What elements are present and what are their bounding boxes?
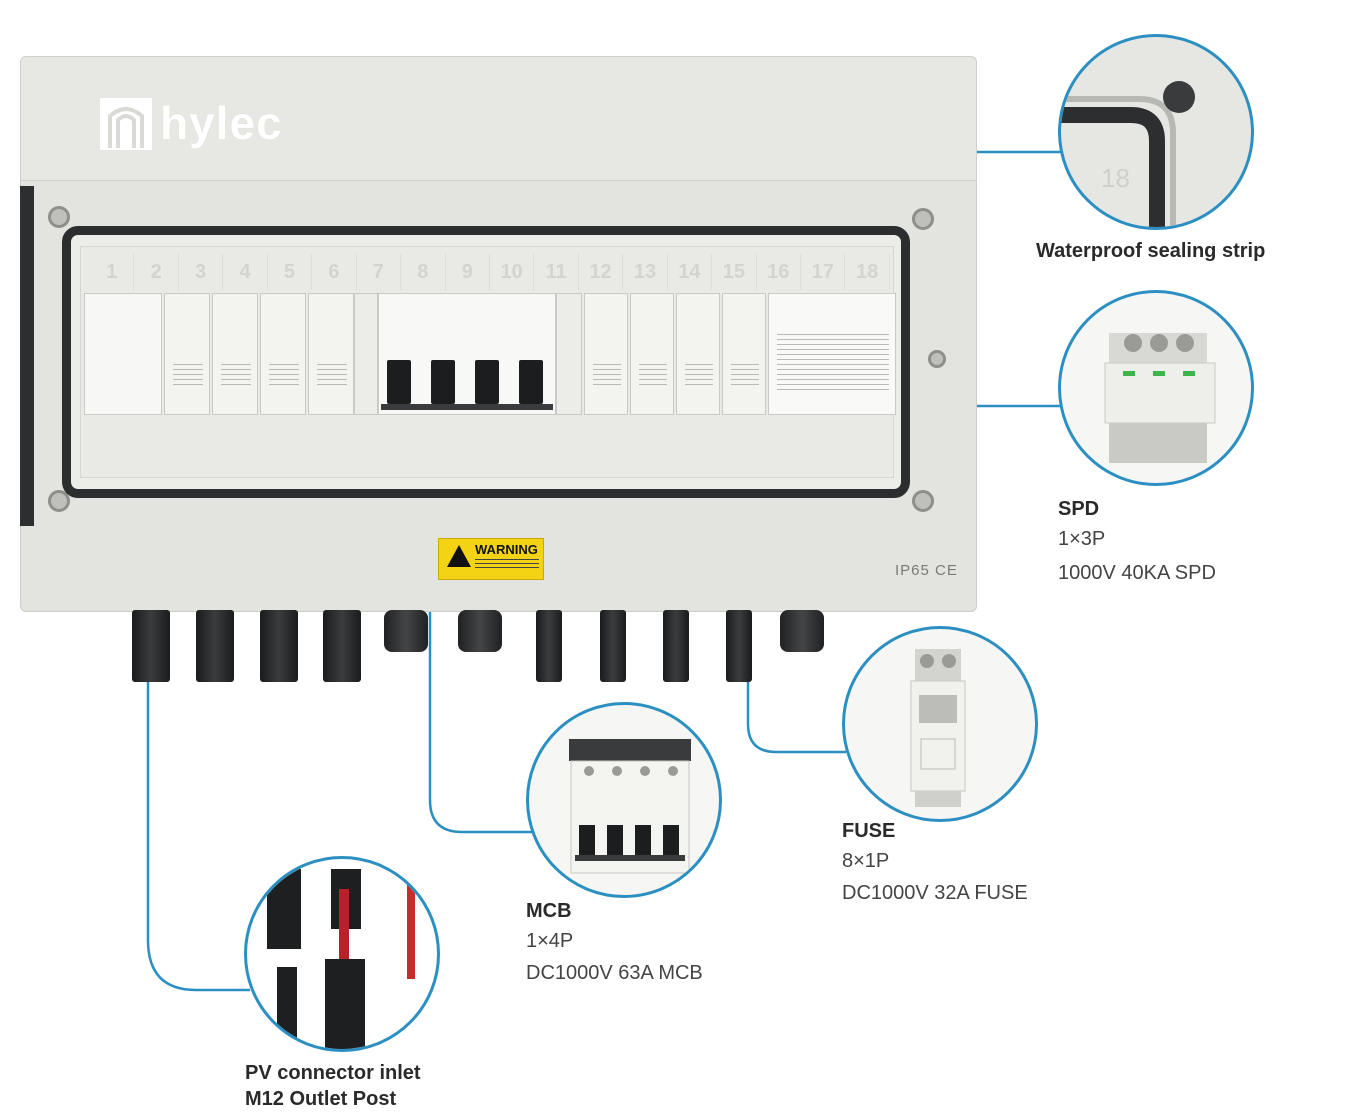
position-number: 6 — [312, 254, 357, 290]
pv-connector — [196, 610, 234, 682]
seal-zoom-circle: 18 — [1058, 34, 1254, 230]
pv-callout-line1: PV connector inlet — [245, 1062, 421, 1084]
mcb-callout-title: MCB — [526, 900, 572, 922]
warning-triangle-icon — [447, 545, 471, 567]
fuse-holder — [630, 293, 674, 415]
position-number: 3 — [179, 254, 224, 290]
fuse-zoom-circle — [842, 626, 1038, 822]
mcb-callout-spec: DC1000V 63A MCB — [526, 962, 703, 984]
warning-label: WARNING — [438, 538, 544, 580]
fuse-callout-line — [746, 416, 846, 754]
seal-detail-icon: 18 — [1061, 81, 1195, 227]
position-number: 18 — [845, 254, 890, 290]
mcb-product-icon — [569, 739, 691, 874]
screw — [48, 206, 70, 228]
warning-label-title: WARNING — [475, 542, 538, 557]
position-number: 14 — [668, 254, 713, 290]
hylec-logo-icon — [100, 98, 152, 150]
ip-rating: IP65 CE — [895, 562, 958, 579]
position-number: 11 — [534, 254, 579, 290]
spd-product-icon — [1104, 333, 1216, 463]
mcb-callout-qty: 1×4P — [526, 930, 574, 952]
fuse-holder — [584, 293, 628, 415]
enclosure-hinge — [20, 186, 34, 526]
pv-connector — [600, 610, 626, 682]
enclosure-lid — [20, 56, 977, 190]
cable-gland — [780, 610, 824, 652]
position-number: 12 — [579, 254, 624, 290]
fuse-holder — [164, 293, 210, 415]
blank-cover — [84, 293, 162, 415]
fuse-callout-spec: DC1000V 32A FUSE — [842, 882, 1028, 904]
spd-zoom-circle — [1058, 290, 1254, 486]
cable-gland — [458, 610, 502, 652]
position-number-strip: 1 2 3 4 5 6 7 8 9 10 11 12 13 14 15 16 1… — [90, 254, 890, 290]
spacer — [354, 293, 378, 415]
fuse-holder — [722, 293, 766, 415]
fuse-callout-qty: 8×1P — [842, 850, 890, 872]
position-number: 10 — [490, 254, 535, 290]
pv-connector-zoom-circle — [244, 856, 440, 1052]
fuse-callout-title: FUSE — [842, 820, 896, 842]
position-number: 5 — [268, 254, 313, 290]
fuse-holder — [308, 293, 354, 415]
pv-connector — [260, 610, 298, 682]
position-number: 8 — [401, 254, 446, 290]
pv-connector-icon — [267, 859, 415, 1049]
pv-connector — [663, 610, 689, 682]
spd-3p-module — [768, 293, 896, 415]
seal-callout-title: Waterproof sealing strip — [1036, 240, 1266, 262]
fuse-holder — [676, 293, 720, 415]
mcb-callout-line — [428, 402, 532, 834]
mcb-zoom-circle — [526, 702, 722, 898]
position-number: 17 — [801, 254, 846, 290]
brand-name: hylec — [160, 97, 283, 149]
pv-connector — [536, 610, 562, 682]
spd-callout-spec: 1000V 40KA SPD — [1058, 562, 1216, 584]
position-number: 2 — [134, 254, 179, 290]
fuse-holder — [212, 293, 258, 415]
position-number: 9 — [446, 254, 490, 290]
cable-gland — [384, 610, 428, 652]
position-number: 15 — [712, 254, 757, 290]
screw — [928, 350, 946, 368]
spacer — [556, 293, 582, 415]
position-number: 13 — [623, 254, 668, 290]
position-number: 1 — [90, 254, 135, 290]
pv-connector — [132, 610, 170, 682]
spd-callout-title: SPD — [1058, 498, 1100, 520]
mcb-4p-breaker — [378, 293, 556, 415]
position-number: 16 — [757, 254, 801, 290]
pv-connector — [323, 610, 361, 682]
screw — [912, 208, 934, 230]
svg-text:18: 18 — [1101, 163, 1130, 193]
pv-callout-line — [146, 680, 250, 992]
fuse-holder — [260, 293, 306, 415]
position-number: 4 — [223, 254, 268, 290]
screw — [48, 490, 70, 512]
fuse-product-icon — [910, 649, 966, 807]
pv-callout-line2: M12 Outlet Post — [245, 1088, 397, 1110]
position-number: 7 — [357, 254, 402, 290]
pv-connector — [726, 610, 752, 682]
screw — [912, 490, 934, 512]
spd-callout-qty: 1×3P — [1058, 528, 1106, 550]
